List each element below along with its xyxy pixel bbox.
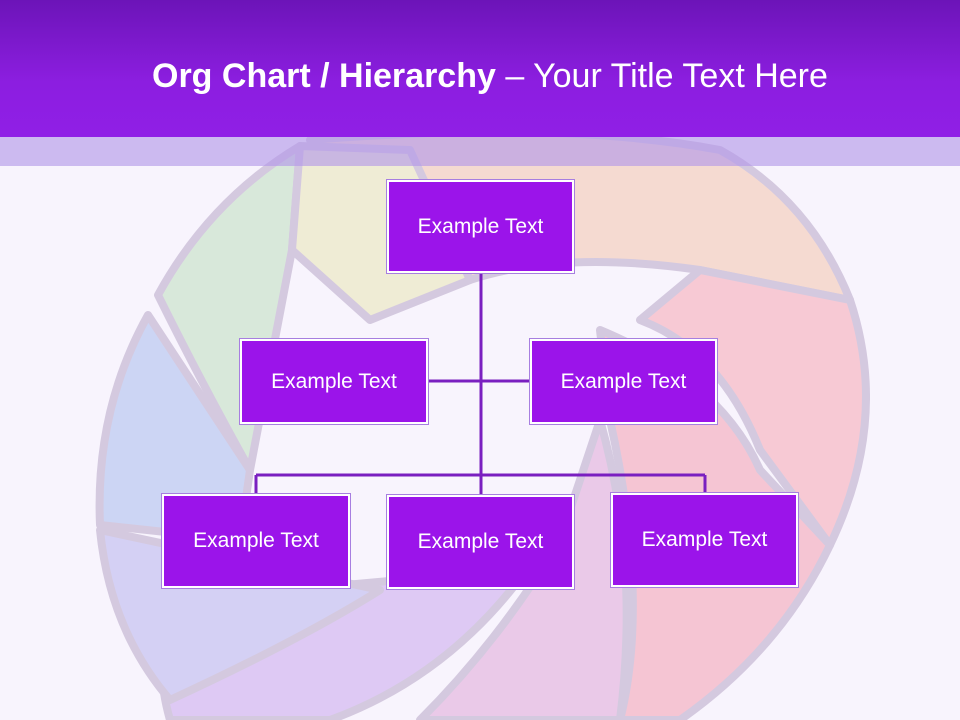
org-node-label: Example Text — [641, 528, 768, 551]
org-node-level3-center[interactable]: Example Text — [387, 495, 574, 589]
org-node-label: Example Text — [271, 369, 397, 393]
org-node-label: Example Text — [417, 214, 544, 238]
aperture-segment-blue — [95, 311, 254, 544]
title-band — [0, 137, 960, 166]
slide-title: Org Chart / Hierarchy – Your Title Text … — [152, 52, 828, 102]
org-node-root[interactable]: Example Text — [387, 180, 574, 273]
org-node-label: Example Text — [560, 369, 687, 393]
org-node-level3-right[interactable]: Example Text — [611, 493, 798, 587]
org-node-label: Example Text — [193, 529, 319, 552]
title-bar — [0, 0, 960, 137]
org-node-level2-left[interactable]: Example Text — [240, 339, 428, 424]
slide-title-rest: – Your Title Text Here — [495, 57, 828, 95]
slide-title-bold: Org Chart / Hierarchy — [152, 57, 496, 95]
org-node-label: Example Text — [417, 530, 544, 553]
org-node-level3-left[interactable]: Example Text — [162, 494, 350, 588]
org-node-level2-right[interactable]: Example Text — [530, 339, 717, 424]
